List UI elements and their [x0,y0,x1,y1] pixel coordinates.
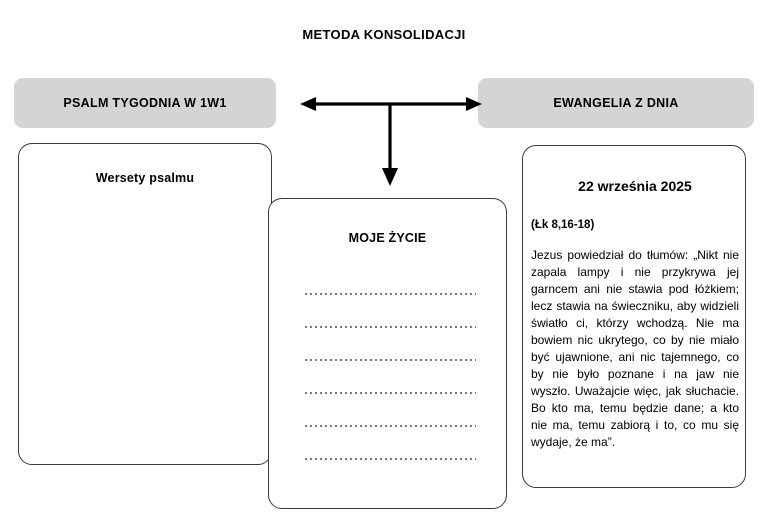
connector-arrows [296,90,486,190]
writing-line[interactable] [305,335,476,368]
writing-line[interactable] [305,401,476,434]
panel-psalm-heading: Wersety psalmu [95,171,195,185]
banner-ewangelia-z-dnia: EWANGELIA Z DNIA [478,78,754,128]
arrowhead-down-icon [382,168,398,186]
banner-psalm-label: PSALM TYGODNIA W 1W1 [63,96,227,110]
writing-lines[interactable] [305,269,476,467]
writing-line[interactable] [305,368,476,401]
panel-ewangelia[interactable]: 22 września 2025 (Łk 8,16-18) Jezus powi… [522,145,746,488]
banner-ewangelia-label: EWANGELIA Z DNIA [553,96,679,110]
panel-life-heading: MOJE ŻYCIE [348,231,427,245]
arrowhead-left-icon [300,97,316,111]
panel-wersety-psalmu[interactable]: Wersety psalmu [18,143,272,465]
writing-line[interactable] [305,434,476,467]
gospel-text: Jezus powiedział do tłumów: „Nikt nie za… [531,248,739,450]
arrow-group-icon [300,97,482,186]
gospel-date: 22 września 2025 [578,178,692,194]
arrowhead-right-icon [466,97,482,111]
gospel-reference: (Łk 8,16-18) [531,219,595,231]
page-title: METODA KONSOLIDACJI [302,27,466,42]
panel-moje-zycie[interactable]: MOJE ŻYCIE [268,198,507,509]
writing-line[interactable] [305,269,476,302]
writing-line[interactable] [305,302,476,335]
banner-psalm-tygodnia: PSALM TYGODNIA W 1W1 [14,78,276,128]
